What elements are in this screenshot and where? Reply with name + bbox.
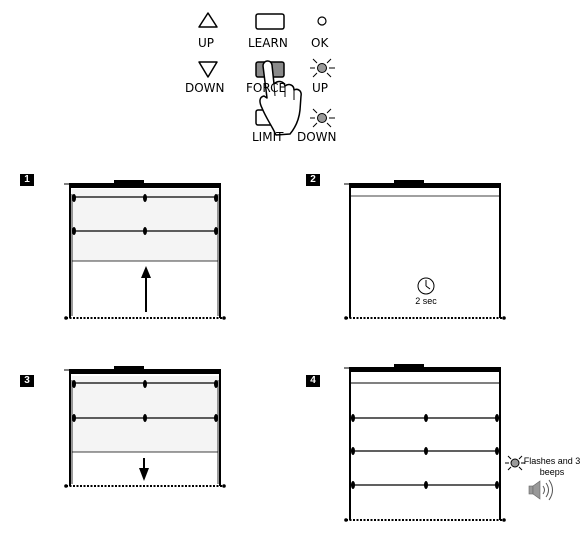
pressing-hand-icon bbox=[259, 60, 302, 136]
up-button[interactable] bbox=[198, 12, 218, 28]
step-1-door-diagram bbox=[64, 180, 226, 320]
step-3-door-diagram bbox=[64, 366, 226, 488]
limit-button-label: LIMIT bbox=[252, 130, 284, 144]
down-led-label: DOWN bbox=[297, 130, 337, 144]
step-2-badge: 2 bbox=[306, 174, 320, 186]
force-button-label: FORCE bbox=[246, 81, 287, 95]
ok-led-icon bbox=[317, 16, 327, 26]
timer-icon bbox=[417, 277, 435, 295]
up-button-label: UP bbox=[198, 36, 215, 50]
step-1-badge: 1 bbox=[20, 174, 34, 186]
step-4-badge: 4 bbox=[306, 375, 320, 387]
up-led-label: UP bbox=[312, 81, 329, 95]
learn-button[interactable] bbox=[255, 13, 285, 30]
down-button[interactable] bbox=[198, 61, 218, 78]
ok-led-label: OK bbox=[311, 36, 329, 50]
speaker-sound-icon bbox=[528, 479, 553, 501]
step-2-door-diagram bbox=[344, 180, 506, 320]
up-led-lit-icon bbox=[310, 58, 335, 78]
step-4-door-diagram bbox=[344, 364, 506, 522]
down-button-label: DOWN bbox=[185, 81, 225, 95]
flashes-beeps-note: Flashes and 3 beeps bbox=[523, 456, 581, 477]
flashing-light-icon bbox=[505, 455, 525, 471]
step-3-badge: 3 bbox=[20, 375, 34, 387]
down-led-lit-icon bbox=[310, 108, 335, 128]
learn-button-label: LEARN bbox=[248, 36, 288, 50]
timer-label: 2 sec bbox=[415, 296, 437, 306]
